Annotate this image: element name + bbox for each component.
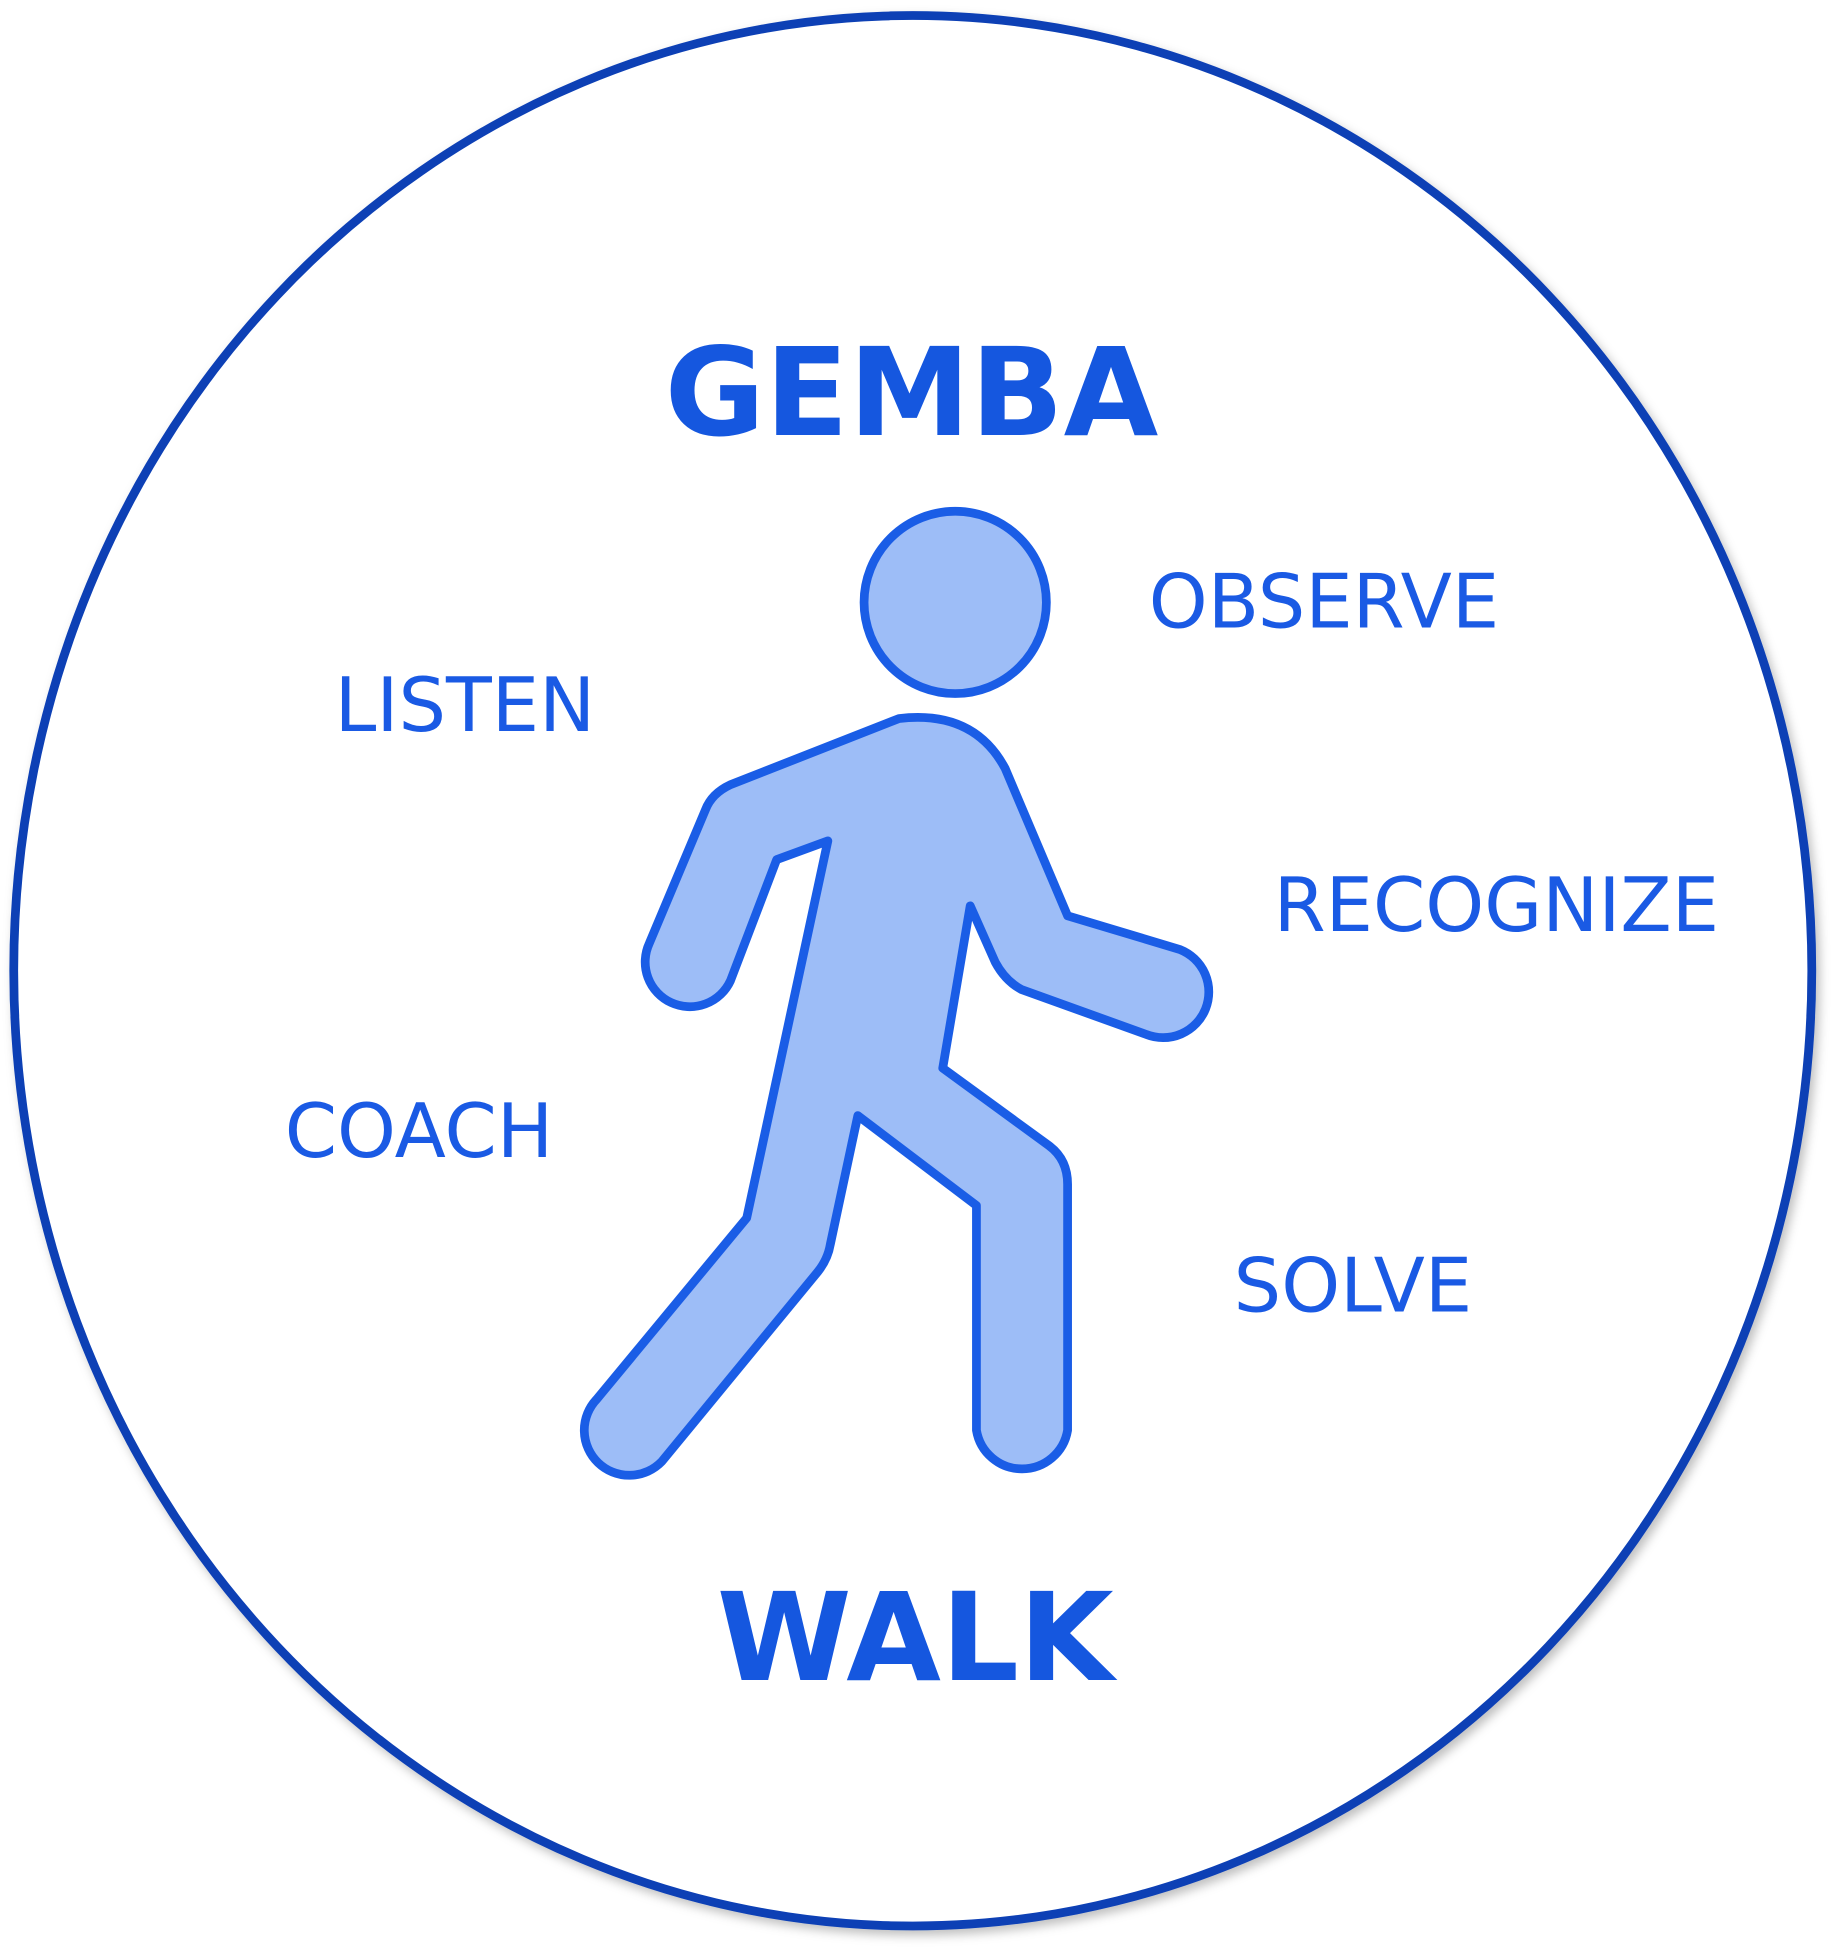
person-body <box>579 713 1214 1480</box>
label-coach: COACH <box>285 1087 553 1175</box>
person-head <box>859 506 1051 698</box>
label-observe: OBSERVE <box>1149 557 1499 645</box>
label-solve: SOLVE <box>1234 1242 1473 1330</box>
title-gemba: GEMBA <box>665 321 1159 464</box>
label-recognize: RECOGNIZE <box>1274 861 1719 949</box>
label-listen: LISTEN <box>335 661 596 749</box>
title-walk: WALK <box>717 1566 1118 1709</box>
walking-person-icon <box>579 506 1214 1480</box>
